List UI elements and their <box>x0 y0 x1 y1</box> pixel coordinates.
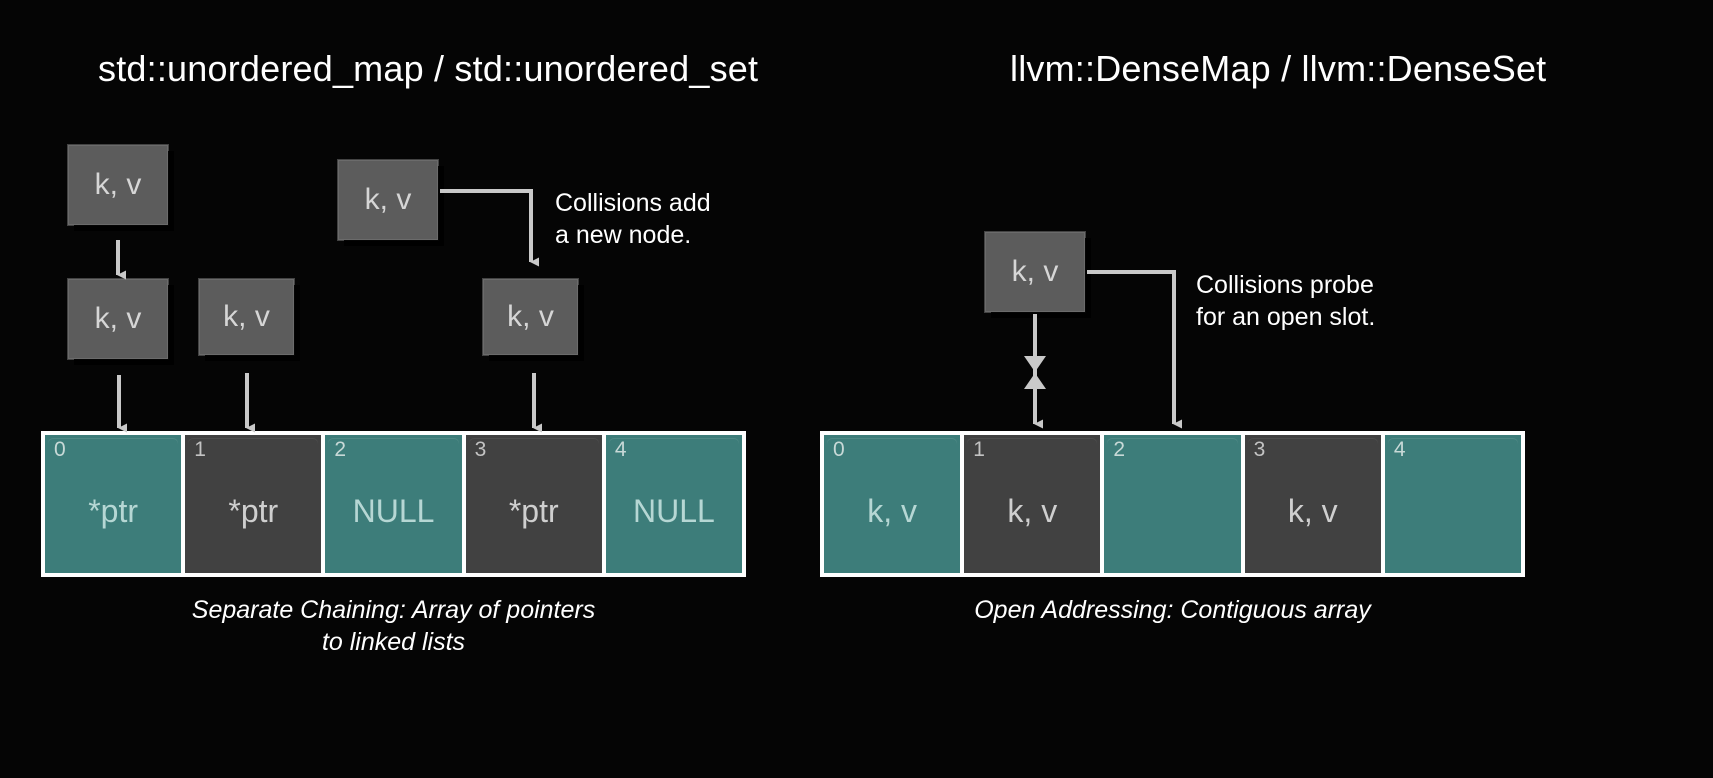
cell-value: *ptr <box>88 493 138 529</box>
slot-cell-3[interactable]: 3 k, v <box>1244 435 1385 573</box>
right-panel-caption: Open Addressing: Contiguous array <box>974 596 1371 624</box>
slot-cell-0[interactable]: 0 k, v <box>824 435 965 573</box>
collision-elbow-connector <box>440 189 539 267</box>
cell-index: 0 <box>54 438 66 461</box>
node-label: k, v <box>94 168 142 201</box>
slot-cell-4[interactable]: 4 <box>1384 435 1522 573</box>
cell-value: *ptr <box>508 493 559 529</box>
slot-cell-1[interactable]: 1 k, v <box>964 435 1105 573</box>
cell-bevel <box>1107 438 1237 573</box>
cell-index: 1 <box>194 438 206 461</box>
cell-index: 4 <box>1393 438 1406 461</box>
right-panel-title: llvm::DenseMap / llvm::DenseSet <box>1010 48 1547 89</box>
cell-value: *ptr <box>228 493 279 529</box>
cell-value: NULL <box>633 493 715 529</box>
left-collision-annotation: Collisions add a new node. <box>555 189 711 249</box>
right-slot-array[interactable]: 0 k, v 1 k, v 2 3 k, v 4 <box>820 431 1525 577</box>
bucket-cell-2[interactable]: 2 NULL <box>325 435 466 573</box>
cell-index: 3 <box>474 438 487 461</box>
cell-value: NULL <box>352 493 435 529</box>
cell-bevel <box>1388 438 1518 573</box>
left-node-bucket0-first[interactable]: k, v <box>68 279 168 359</box>
right-collision-annotation: Collisions probe for an open slot. <box>1196 271 1376 331</box>
bucket-cell-1[interactable]: 1 *ptr <box>185 435 326 573</box>
cell-index: 3 <box>1253 438 1266 461</box>
bucket-cell-4[interactable]: 4 NULL <box>605 435 743 573</box>
node-label: k, v <box>223 300 270 333</box>
probe-elbow-connector <box>1087 270 1182 429</box>
cell-value: k, v <box>1007 493 1058 529</box>
left-panel-title: std::unordered_map / std::unordered_set <box>98 48 759 89</box>
node-label: k, v <box>1011 255 1059 288</box>
cell-index: 1 <box>973 438 985 461</box>
left-panel-caption: Separate Chaining: Array of pointers to … <box>191 596 596 656</box>
cell-value: k, v <box>867 493 917 529</box>
left-node-bucket3-first[interactable]: k, v <box>483 279 578 355</box>
cell-index: 4 <box>614 438 627 461</box>
cell-index: 0 <box>833 438 845 461</box>
bucket-cell-3[interactable]: 3 *ptr <box>465 435 606 573</box>
cell-index: 2 <box>1113 438 1126 461</box>
cell-value: k, v <box>1287 493 1338 529</box>
left-node-bucket1-first[interactable]: k, v <box>199 279 294 355</box>
bucket-cell-0[interactable]: 0 *ptr <box>45 435 186 573</box>
right-node-incoming[interactable]: k, v <box>985 232 1085 312</box>
blocked-slot-icon <box>1024 356 1046 389</box>
left-node-bucket0-second[interactable]: k, v <box>68 145 168 225</box>
node-label: k, v <box>364 183 412 216</box>
left-node-bucket3-second[interactable]: k, v <box>338 160 438 240</box>
node-label: k, v <box>507 300 554 333</box>
cell-index: 2 <box>334 438 347 461</box>
left-bucket-array[interactable]: 0 *ptr 1 *ptr 2 NULL 3 *ptr 4 NULL <box>41 431 746 577</box>
slot-cell-2[interactable]: 2 <box>1104 435 1245 573</box>
node-label: k, v <box>94 302 142 335</box>
